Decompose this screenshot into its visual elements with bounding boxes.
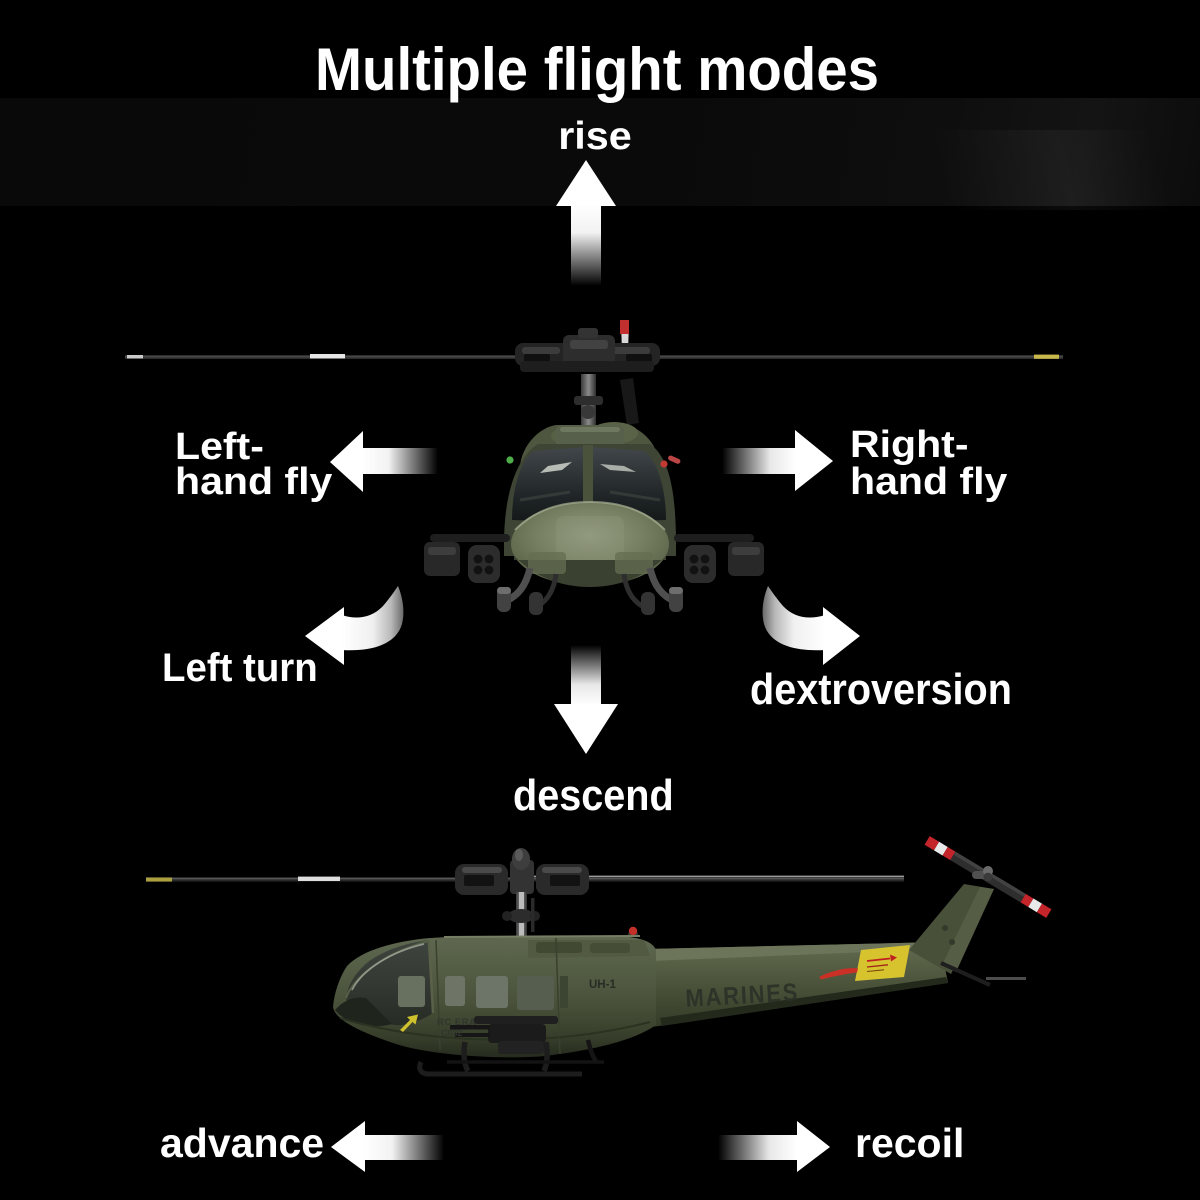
svg-text:MARINES: MARINES [685, 978, 800, 1012]
svg-text:C032: C032 [441, 1028, 463, 1038]
svg-text:UH-1: UH-1 [589, 979, 616, 991]
svg-text:RC ERA: RC ERA [437, 1017, 476, 1028]
